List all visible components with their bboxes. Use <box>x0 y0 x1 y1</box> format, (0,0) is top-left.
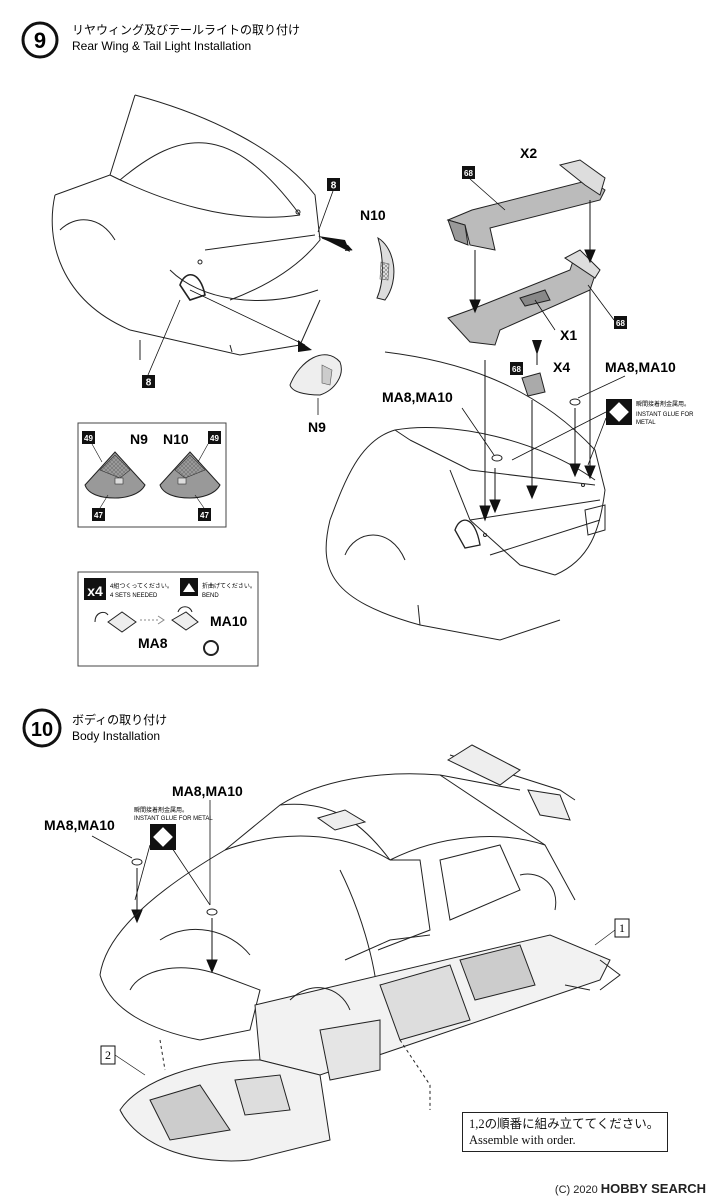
svg-text:2: 2 <box>105 1048 111 1062</box>
step-9-header: 9 リヤウィング及びテールライトの取り付け Rear Wing & Tail L… <box>21 21 300 59</box>
ma8-ma10-sets-box: x4 4組つくってください。 4 SETS NEEDED 折曲げてください。 B… <box>77 571 259 667</box>
label-ma-center: MA8,MA10 <box>172 783 243 799</box>
svg-text:N10: N10 <box>163 431 189 447</box>
svg-text:INSTANT GLUE FOR METAL: INSTANT GLUE FOR METAL <box>134 816 213 822</box>
svg-text:4組つくってください。: 4組つくってください。 <box>110 582 173 590</box>
sets-count: x4 <box>87 583 103 599</box>
glue-metal-symbol <box>606 399 632 425</box>
svg-text:N9: N9 <box>130 431 148 447</box>
color-code-68-b: 68 <box>614 316 627 329</box>
label-n9: N9 <box>308 419 326 435</box>
svg-text:8: 8 <box>146 378 152 389</box>
step-9-number: 9 <box>34 28 46 53</box>
label-x2: X2 <box>520 145 537 161</box>
step-10-header: 10 ボディの取り付け Body Installation <box>22 708 167 748</box>
order-note-en: Assemble with order. <box>469 1133 576 1147</box>
color-code-8-bottom: 8 <box>142 375 155 389</box>
svg-text:47: 47 <box>200 511 209 520</box>
order-note-jp: 1,2の順番に組み立ててください。 <box>469 1117 660 1131</box>
assembly-order-note: 1,2の順番に組み立ててください。 Assemble with order. <box>462 1112 668 1152</box>
svg-text:68: 68 <box>512 365 521 374</box>
part-x1-wing-base <box>447 249 601 346</box>
step-9-title-en: Rear Wing & Tail Light Installation <box>72 39 251 53</box>
step-10-title-jp: ボディの取り付け <box>72 712 167 727</box>
arrows-step10 <box>131 868 218 974</box>
arrows-to-body <box>479 290 596 522</box>
label-x1: X1 <box>560 327 577 343</box>
color-code-68-c: 68 <box>510 362 523 375</box>
part-x2-wing-blade <box>446 159 606 251</box>
part-n10-tail-light <box>376 236 395 301</box>
svg-text:4 SETS NEEDED: 4 SETS NEEDED <box>110 593 158 599</box>
glue-note-en-1: INSTANT GLUE FOR <box>636 412 694 418</box>
label-ma8: MA8 <box>138 635 168 651</box>
svg-text:折曲げてください。: 折曲げてください。 <box>202 582 256 590</box>
label-x4: X4 <box>553 359 570 375</box>
part-box-2: 2 <box>100 1045 146 1076</box>
color-code-8-top: 8 <box>327 178 340 192</box>
svg-text:47: 47 <box>94 511 103 520</box>
label-n10: N10 <box>360 207 386 223</box>
step-10-number: 10 <box>31 719 53 741</box>
tail-light-color-inset: N9 N10 49 49 47 47 <box>77 422 227 528</box>
svg-text:49: 49 <box>84 434 93 443</box>
chassis <box>119 934 621 1162</box>
label-ma-left: MA8,MA10 <box>44 817 115 833</box>
glue-note-jp: 瞬間接着剤金属用。 <box>636 400 690 408</box>
color-code-68-a: 68 <box>462 166 475 179</box>
label-ma-top-right: MA8,MA10 <box>605 359 676 375</box>
step-9-title-jp: リヤウィング及びテールライトの取り付け <box>72 23 300 37</box>
label-ma10: MA10 <box>210 613 248 629</box>
part-box-1: 1 <box>594 918 630 946</box>
part-n9-tail-light <box>289 354 342 396</box>
watermark: (C) 2020 HOBBY SEARCH <box>554 1181 706 1196</box>
svg-text:68: 68 <box>464 169 473 178</box>
svg-text:1: 1 <box>619 921 625 935</box>
car-full-body <box>99 744 576 1041</box>
svg-text:8: 8 <box>331 181 337 192</box>
car-rear-body <box>325 351 606 641</box>
step-10-title-en: Body Installation <box>72 729 160 743</box>
car-rear-quarter <box>51 94 321 360</box>
label-ma-top-left: MA8,MA10 <box>382 389 453 405</box>
svg-text:BEND: BEND <box>202 593 219 599</box>
glue-metal-symbol-10 <box>150 824 176 850</box>
svg-text:68: 68 <box>616 319 625 328</box>
arrows-wing <box>469 200 596 314</box>
part-x4 <box>521 372 546 397</box>
svg-text:瞬間接着剤金属用。: 瞬間接着剤金属用。 <box>134 806 188 814</box>
svg-text:METAL: METAL <box>636 420 656 426</box>
svg-text:49: 49 <box>210 434 219 443</box>
